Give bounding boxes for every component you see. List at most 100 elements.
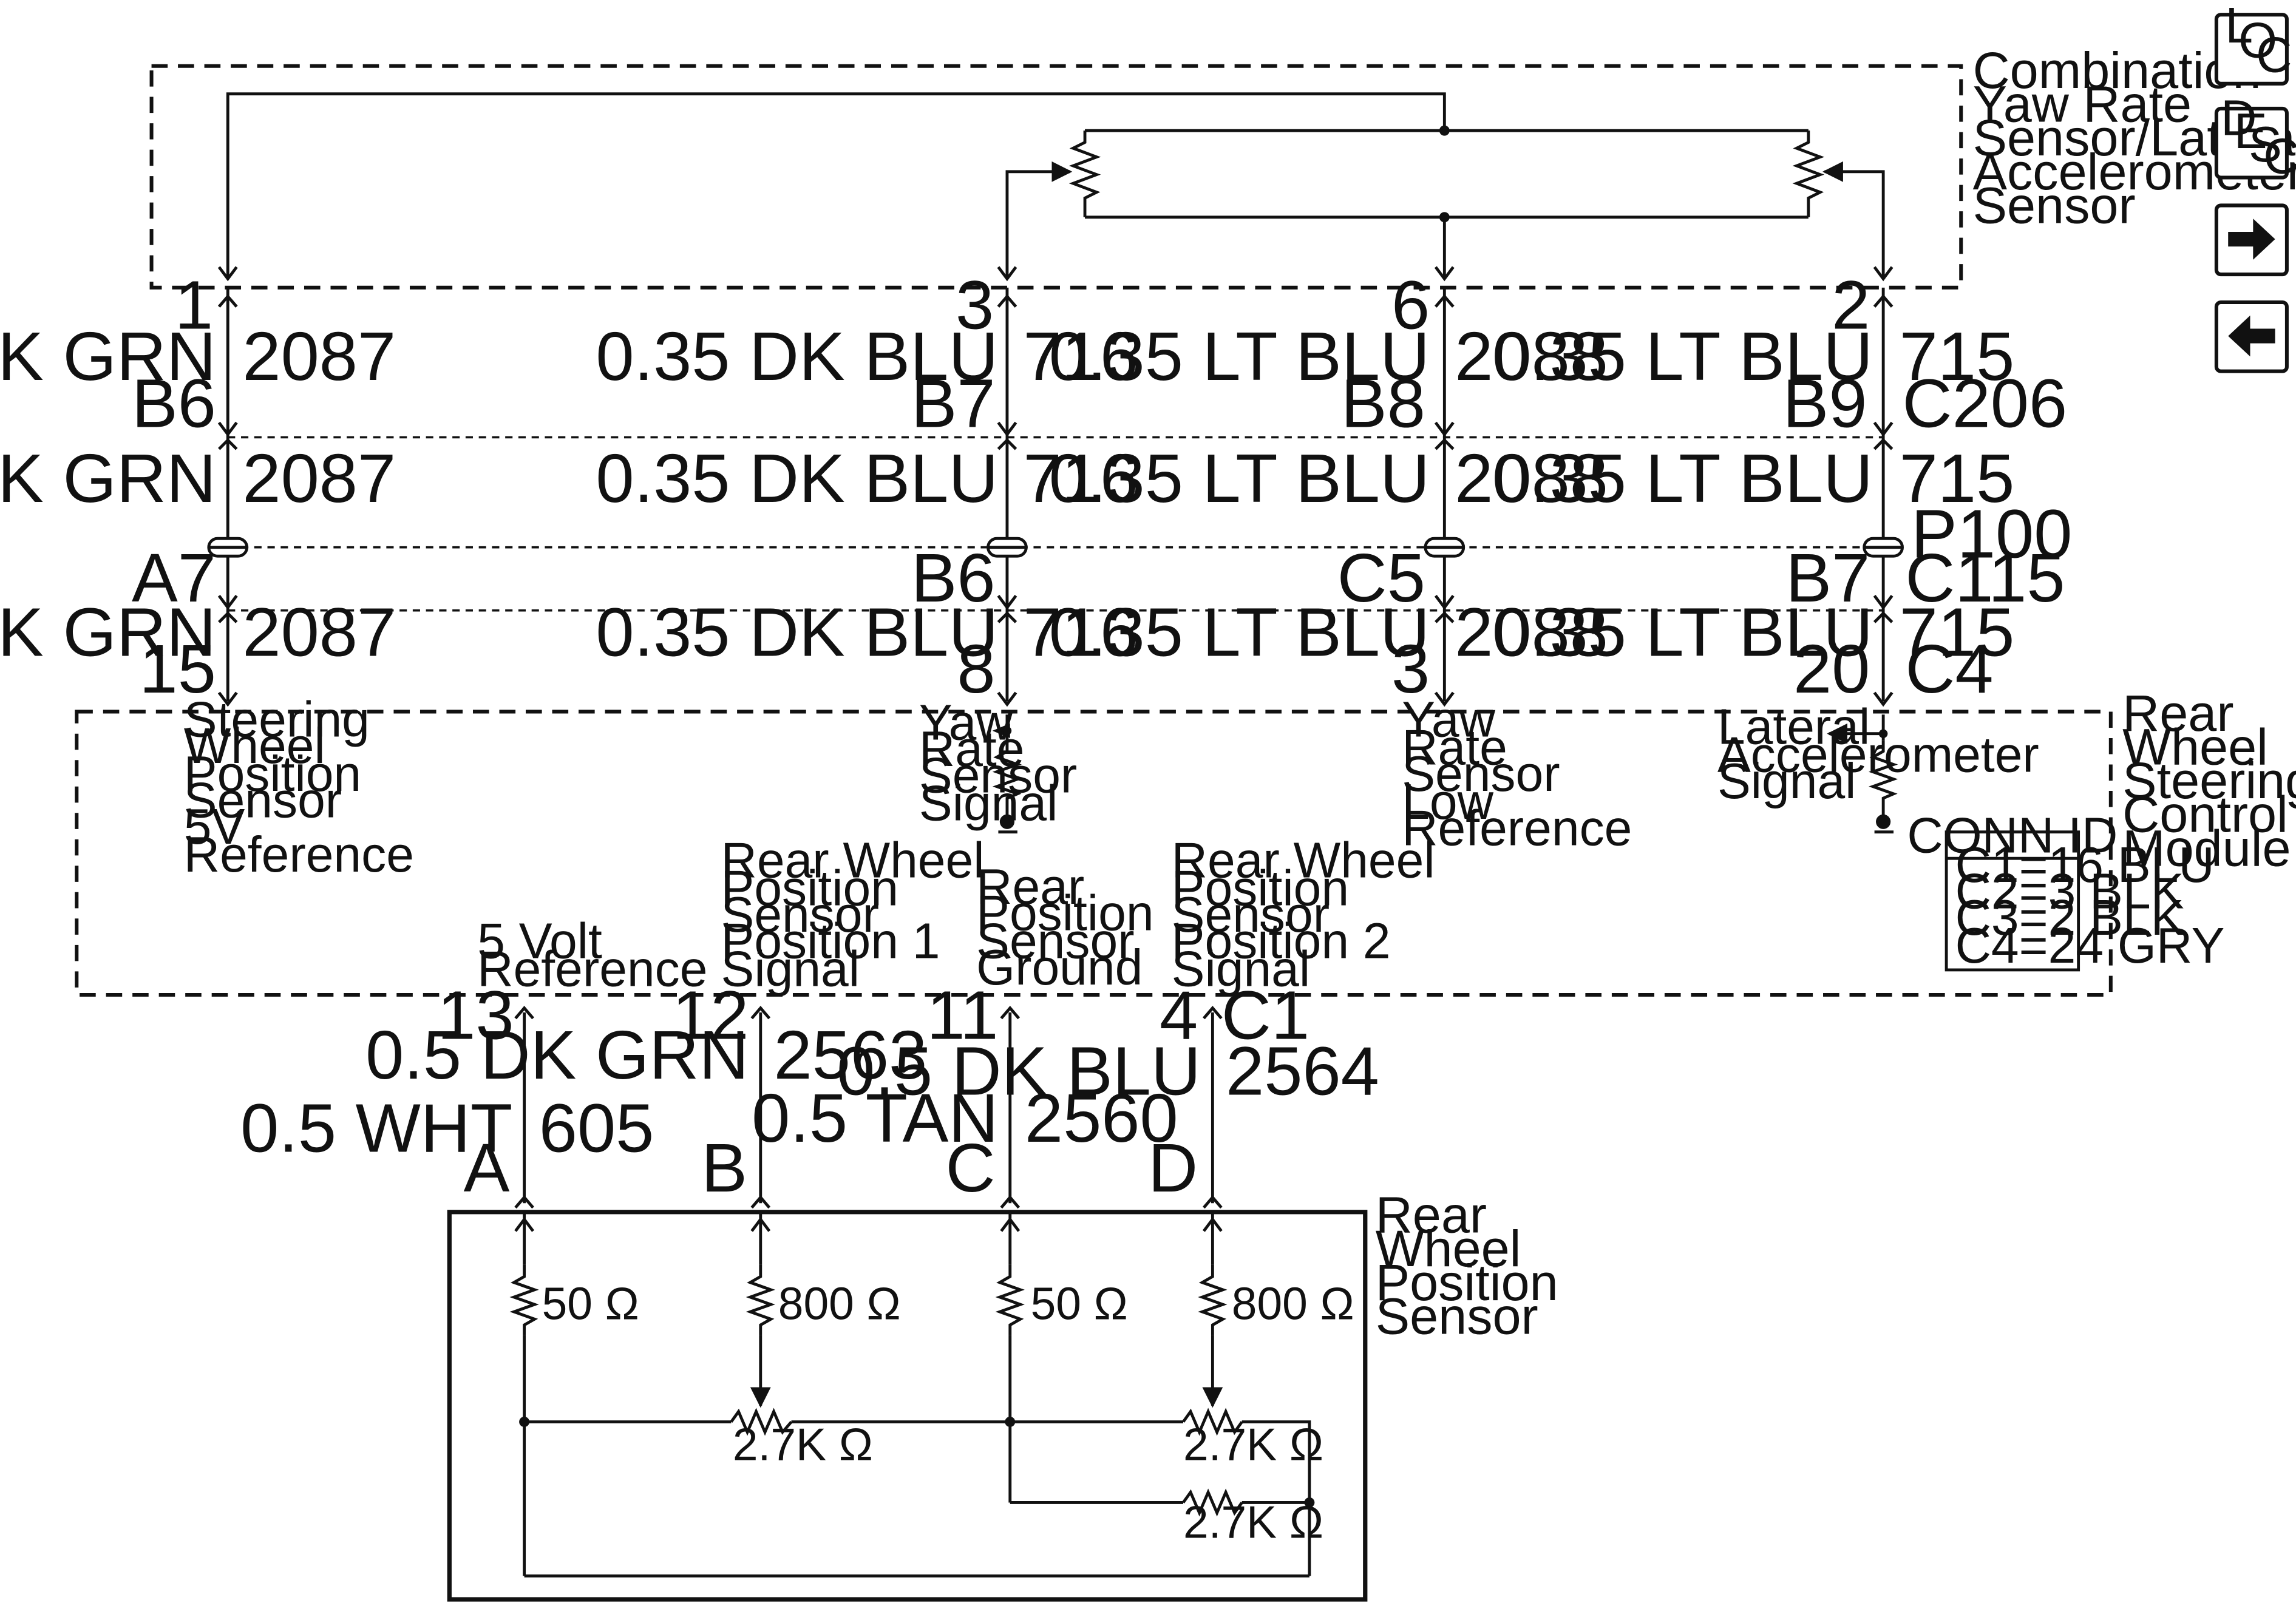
circuit-2088-labels: 6 0.35 LT BLU 2088 B8 0.35 LT BLU 2088 C… <box>1049 267 1608 708</box>
loc-letter: L <box>2225 0 2253 53</box>
signal-text: Sensor <box>1172 887 1330 943</box>
yaw-sensor-internal-wiring <box>226 92 1885 279</box>
circuit-2563-labels: 12 0.5 DK GRN 2563 B <box>365 977 927 1207</box>
signal-text: Sensor <box>1402 747 1560 802</box>
connector-c115-label: C115 <box>1905 540 2065 617</box>
signal-text: Accelerometer <box>1717 728 2039 783</box>
c206-pin: B7 <box>911 365 996 442</box>
signal-yaw-rate: Yaw Rate Sensor Signal <box>919 695 1077 831</box>
conn-id-row: C1=16 BLU <box>1955 838 2215 893</box>
circuit-number: 715 <box>1900 440 2015 517</box>
yaw-sensor-outline <box>149 64 1963 290</box>
wire-color: 0.35 DK GRN <box>0 318 216 395</box>
wire-color: 0.5 DK BLU <box>837 1032 1201 1110</box>
location-button[interactable]: L O C <box>2214 0 2292 86</box>
wire-color: 0.35 DK BLU <box>596 318 998 395</box>
signal-text: Sensor <box>184 773 342 829</box>
signal-text: Signal <box>1172 942 1310 997</box>
c206-pin: B8 <box>1341 365 1425 442</box>
wire-color: 0.35 LT BLU <box>1049 594 1430 671</box>
signal-text: Rate <box>1402 720 1507 775</box>
connector-c4-label: C4 <box>1905 631 1993 708</box>
circuit-number: 2087 <box>242 318 396 395</box>
resistor-2-7k-ohm-label: 2.7K Ω <box>733 1419 873 1470</box>
signal-text: Signal <box>919 776 1058 831</box>
title-line: Yaw Rate <box>1973 75 2192 133</box>
circuit-number: 716 <box>1024 594 1139 671</box>
ground-dot <box>1876 814 1891 829</box>
signal-5-volt-reference: 5 Volt Reference <box>477 914 707 997</box>
steering-control-module-block: Rear Wheel Steering Control Module Steer… <box>75 684 2296 997</box>
junction-dot <box>519 1417 530 1427</box>
circuit-number: 2563 <box>774 1017 928 1094</box>
yaw-rate-sensor-block: Combination Yaw Rate Sensor/Lateral Acce… <box>149 41 2296 290</box>
signal-text: Wheel <box>184 719 325 774</box>
wire-color: 0.5 WHT <box>240 1090 512 1167</box>
resistor-50-ohm-label: 50 Ω <box>1031 1278 1128 1329</box>
junction-dot <box>1878 729 1888 738</box>
signal-text: Ground <box>976 940 1143 995</box>
signal-text: Sensor <box>919 748 1077 803</box>
c206-pin: B9 <box>1783 365 1867 442</box>
c115-pin: B6 <box>911 540 996 617</box>
signal-text: Position <box>1172 861 1349 917</box>
resistor-800-ohm-label: 800 Ω <box>778 1278 901 1329</box>
signal-text: 5 Volt <box>477 914 602 969</box>
resistor-2-7k-ohm-label: 2.7K Ω <box>1183 1419 1323 1470</box>
next-page-button[interactable] <box>2214 203 2289 277</box>
circuit-number: 2088 <box>1455 594 1608 671</box>
conn-id-row: C2=3 BLK <box>1955 864 2184 919</box>
signal-text: 5V <box>184 799 245 855</box>
desc-letter: E <box>2234 104 2267 159</box>
c115-pin: A7 <box>132 540 216 617</box>
c4-pin: 8 <box>957 631 995 708</box>
title-line: Sensor <box>1973 176 2136 234</box>
junction-dot <box>1439 125 1450 136</box>
junction-dot <box>1005 1417 1016 1427</box>
previous-page-button[interactable] <box>2214 300 2289 373</box>
wire-color: 0.35 LT BLU <box>1492 318 1873 395</box>
circuit-number: 2564 <box>1226 1032 1379 1110</box>
junction-dot <box>1002 726 1012 736</box>
circuit-number: 2087 <box>242 440 396 517</box>
sensor-pin: A <box>464 1130 510 1207</box>
arrow-left-icon <box>2228 315 2275 357</box>
c115-pin: B7 <box>1785 540 1870 617</box>
desc-letter: S <box>2249 117 2282 172</box>
signal-text: Sensor <box>721 887 879 943</box>
title-line: Control <box>2122 785 2288 843</box>
signal-steering-5v-reference: Steering Wheel Position Sensor 5V Refere… <box>184 693 414 883</box>
sensor-pin: B <box>701 1130 747 1207</box>
desc-letter: D <box>2221 90 2257 146</box>
conn-id-row: C4=24 GRY <box>1955 918 2225 974</box>
desc-letter: C <box>2263 129 2296 184</box>
title-line: Position <box>1376 1253 1558 1311</box>
sensor-title: Rear Wheel Position Sensor <box>1376 1186 1558 1345</box>
c206-pin: B6 <box>132 365 216 442</box>
wire-color: 0.35 DK BLU <box>596 440 998 517</box>
bottom-harness-wires <box>514 1006 1223 1209</box>
junction-dot <box>1304 1497 1315 1508</box>
wire-color: 0.35 DK BLU <box>596 594 998 671</box>
pin-number: 4 <box>1160 977 1198 1054</box>
pin-number: 3 <box>956 267 994 344</box>
wire-color: 0.35 LT BLU <box>1049 440 1430 517</box>
title-line: Wheel <box>2122 717 2268 775</box>
resistor-800-ohm-label: 800 Ω <box>1232 1278 1354 1329</box>
signal-text: Reference <box>184 827 414 883</box>
signal-text: Low <box>1402 775 1493 830</box>
signal-text: Position 2 <box>1172 914 1391 969</box>
circuit-715-labels: 2 0.35 LT BLU 715 B9 0.35 LT BLU 715 B7 … <box>1492 267 2014 708</box>
signal-text: Reference <box>1402 801 1632 856</box>
resistor-values: 50 Ω 800 Ω 50 Ω 800 Ω 2.7K Ω 2.7K Ω 2.7K… <box>542 1278 1354 1547</box>
signal-text: Rear <box>976 859 1084 915</box>
signal-text: Steering <box>184 693 370 748</box>
signal-text: Sensor <box>976 914 1134 969</box>
description-button[interactable]: D E S C <box>2214 90 2296 184</box>
title-line: Combination <box>1973 41 2261 99</box>
signal-text: Rate <box>919 722 1025 777</box>
signal-text: Lateral <box>1717 700 1870 755</box>
rear-wheel-position-sensor-block: Rear Wheel Position Sensor <box>447 1186 1558 1602</box>
signal-text: Signal <box>721 942 860 997</box>
circuit-number: 2087 <box>242 594 396 671</box>
